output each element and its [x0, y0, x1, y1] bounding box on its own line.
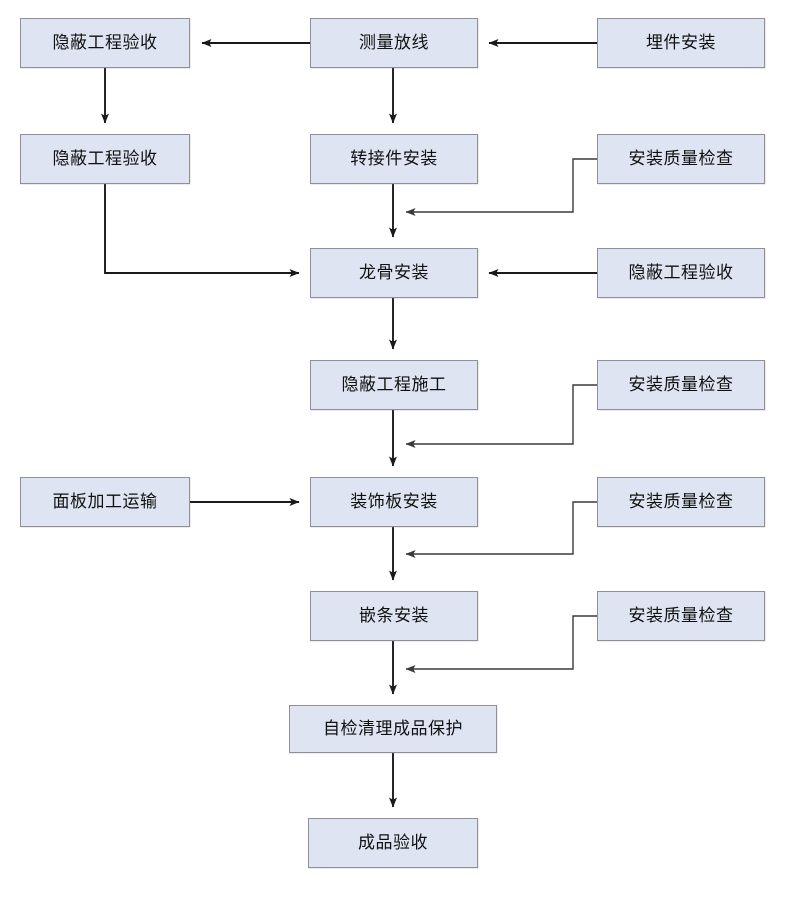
node-label: 测量放线	[359, 32, 429, 53]
node-label: 安装质量检查	[628, 374, 734, 395]
node-yinbi-gongcheng-yanshou-1[interactable]: 隐蔽工程验收	[20, 18, 190, 68]
node-anzhuang-zhiliang-jiancha-1[interactable]: 安装质量检查	[597, 134, 765, 184]
node-zhuanjiejian-anzhuang[interactable]: 转接件安装	[310, 134, 478, 184]
node-label: 面板加工运输	[52, 491, 158, 512]
node-label: 隐蔽工程验收	[628, 262, 734, 283]
node-label: 安装质量检查	[628, 605, 734, 626]
node-label: 隐蔽工程施工	[341, 374, 447, 395]
node-chengpin-yanshou[interactable]: 成品验收	[308, 818, 478, 868]
node-anzhuang-zhiliang-jiancha-3[interactable]: 安装质量检查	[597, 477, 765, 527]
node-label: 转接件安装	[350, 148, 438, 169]
node-longgu-anzhuang[interactable]: 龙骨安装	[310, 248, 478, 298]
node-maijian-anzhuang[interactable]: 埋件安装	[597, 18, 765, 68]
node-celiang-fangxian[interactable]: 测量放线	[310, 18, 478, 68]
node-anzhuang-zhiliang-jiancha-4[interactable]: 安装质量检查	[597, 591, 765, 641]
node-zijian-qingli-chengpin-baohu[interactable]: 自检清理成品保护	[289, 705, 497, 753]
node-zhuangshiban-anzhuang[interactable]: 装饰板安装	[310, 477, 478, 527]
node-yinbi-gongcheng-shigong[interactable]: 隐蔽工程施工	[310, 360, 478, 410]
node-label: 安装质量检查	[628, 491, 734, 512]
node-yinbi-gongcheng-yanshou-3[interactable]: 隐蔽工程验收	[597, 248, 765, 298]
node-label: 自检清理成品保护	[323, 718, 463, 739]
node-label: 成品验收	[358, 832, 428, 853]
edge-yanshou2-to-longgu	[104, 184, 300, 277]
node-anzhuang-zhiliang-jiancha-2[interactable]: 安装质量检查	[597, 360, 765, 410]
node-label: 隐蔽工程验收	[52, 32, 158, 53]
node-label: 安装质量检查	[628, 148, 734, 169]
node-label: 隐蔽工程验收	[52, 148, 158, 169]
node-label: 嵌条安装	[359, 605, 429, 626]
node-qiantiao-anzhuang[interactable]: 嵌条安装	[310, 591, 478, 641]
node-yinbi-gongcheng-yanshou-2[interactable]: 隐蔽工程验收	[20, 134, 190, 184]
node-label: 龙骨安装	[359, 262, 429, 283]
node-label: 埋件安装	[646, 32, 716, 53]
node-label: 装饰板安装	[350, 491, 438, 512]
node-mianban-jiagong-yunshu[interactable]: 面板加工运输	[20, 477, 190, 527]
